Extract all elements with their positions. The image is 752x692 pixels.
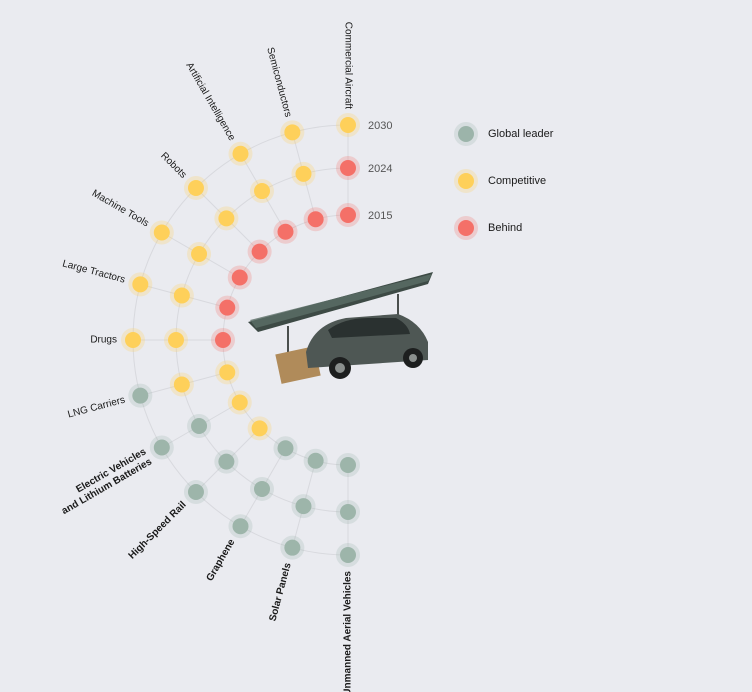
technology-label: Machine Tools	[90, 188, 151, 229]
legend-item-behind: Behind	[454, 204, 553, 251]
status-dot-global-leader[interactable]	[284, 539, 301, 556]
year-label: 2030	[368, 120, 392, 132]
status-dot-competitive[interactable]	[153, 224, 170, 241]
status-dot-global-leader[interactable]	[191, 418, 208, 434]
status-dot-competitive[interactable]	[284, 124, 301, 141]
status-dot-global-leader[interactable]	[218, 453, 235, 470]
status-dot-behind[interactable]	[340, 207, 356, 223]
status-dot-competitive[interactable]	[218, 210, 235, 227]
technology-label: Commercial Aircraft	[342, 22, 353, 109]
ev-solar-illustration	[248, 272, 434, 392]
status-dot-competitive[interactable]	[168, 332, 184, 348]
status-dot-competitive[interactable]	[340, 117, 356, 133]
technology-label: LNG Carriers	[67, 395, 127, 421]
status-dot-behind[interactable]	[307, 211, 324, 228]
technology-label: Artificial Intelligence	[183, 61, 237, 143]
technology-label: High-Speed Rail	[127, 499, 189, 561]
technology-label: Solar Panels	[267, 561, 293, 622]
status-dot-global-leader[interactable]	[277, 440, 294, 457]
technology-label: Robots	[158, 150, 188, 180]
legend-label: Behind	[488, 221, 523, 234]
status-dot-global-leader[interactable]	[295, 498, 312, 515]
status-dot-global-leader[interactable]	[340, 547, 356, 563]
status-dot-global-leader[interactable]	[340, 457, 356, 473]
legend-item-competitive: Competitive	[454, 157, 553, 204]
status-dot-competitive[interactable]	[251, 420, 268, 437]
status-dot-competitive[interactable]	[254, 183, 270, 200]
legend: Global leader Competitive Behind	[454, 110, 554, 251]
technology-label: Unmanned Aerial Vehicles	[343, 571, 354, 692]
status-dot-behind[interactable]	[215, 332, 231, 348]
status-dot-competitive[interactable]	[219, 364, 236, 381]
status-dot-competitive[interactable]	[125, 332, 141, 348]
status-dot-competitive[interactable]	[191, 246, 208, 262]
status-dot-global-leader[interactable]	[254, 480, 270, 497]
global-leader-dot-icon	[454, 121, 478, 146]
status-dot-global-leader[interactable]	[187, 484, 204, 501]
legend-label: Competitive	[488, 174, 547, 187]
status-dot-competitive[interactable]	[231, 394, 248, 411]
status-dot-competitive[interactable]	[173, 376, 190, 393]
status-dot-global-leader[interactable]	[132, 387, 149, 404]
legend-label: Global leader	[488, 127, 554, 140]
technology-label: Semiconductors	[264, 46, 293, 118]
behind-dot-icon	[454, 215, 478, 240]
status-dot-behind[interactable]	[251, 243, 268, 260]
year-label: 2015	[368, 210, 392, 222]
status-dot-global-leader[interactable]	[307, 452, 324, 469]
status-dot-behind[interactable]	[340, 160, 356, 176]
technology-label: Drugs	[90, 335, 117, 346]
status-dot-global-leader[interactable]	[232, 518, 249, 535]
status-dot-competitive[interactable]	[232, 145, 249, 162]
status-dot-global-leader[interactable]	[340, 504, 356, 520]
status-dot-behind[interactable]	[231, 269, 248, 286]
status-dot-competitive[interactable]	[295, 165, 312, 182]
technology-label: Large Tractors	[61, 258, 126, 285]
status-dot-behind[interactable]	[277, 223, 294, 240]
status-dot-competitive[interactable]	[132, 276, 149, 293]
status-dot-competitive[interactable]	[187, 179, 204, 196]
legend-item-global-leader: Global leader	[454, 110, 554, 157]
status-dot-behind[interactable]	[219, 299, 236, 316]
technology-label: Graphene	[205, 537, 238, 583]
competitive-dot-icon	[454, 168, 478, 193]
status-dot-global-leader[interactable]	[153, 439, 170, 456]
year-label: 2024	[368, 163, 392, 175]
technology-label: Electric Vehiclesand Lithium Batteries	[54, 446, 154, 517]
status-dot-competitive[interactable]	[173, 287, 190, 304]
